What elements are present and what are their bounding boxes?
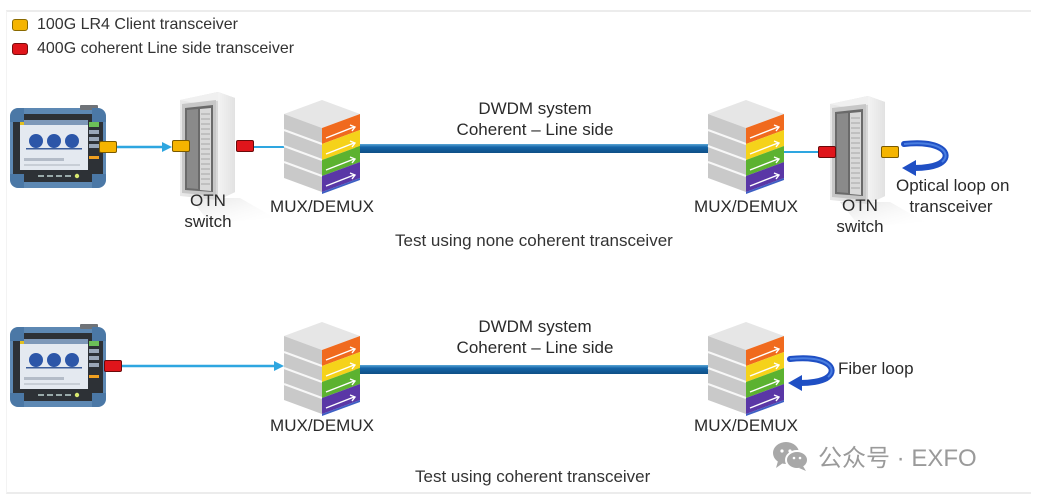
bottom-scenario-caption: Test using coherent transceiver	[415, 467, 651, 486]
legend-item-client: 100G LR4 Client transceiver	[12, 16, 238, 34]
tester-line-transceiver-icon	[104, 360, 122, 372]
mux-demux-right-top-label: MUX/DEMUX	[694, 197, 798, 216]
dwdm-subtitle: Coherent – Line side	[456, 120, 614, 139]
legend-label: 100G LR4 Client transceiver	[37, 16, 238, 33]
watermark: 公众号 · EXFO	[772, 438, 977, 473]
diagram-frame	[6, 10, 1031, 494]
label-line: transceiver	[909, 197, 993, 216]
legend-item-line: 400G coherent Line side transceiver	[12, 40, 294, 58]
label-line: switch	[184, 212, 232, 231]
mux-demux-left-bottom-icon	[283, 321, 361, 417]
line-transceiver-swatch-icon	[12, 43, 28, 55]
otn-left-line-transceiver-icon	[236, 140, 254, 152]
label-line: Optical loop on	[896, 176, 1010, 195]
mux-demux-left-bottom-label: MUX/DEMUX	[270, 416, 374, 435]
dwdm-title: DWDM system	[478, 317, 592, 336]
dwdm-subtitle: Coherent – Line side	[456, 338, 614, 357]
fiber-loop-arrow-icon	[788, 355, 838, 395]
otn-switch-right-label: OTN switch	[828, 195, 892, 237]
otn-left-client-transceiver-icon	[172, 140, 190, 152]
otn-right-client-transceiver-icon	[881, 146, 899, 158]
mux-demux-right-bottom-icon	[707, 321, 785, 417]
top-scenario-caption: Test using none coherent transceiver	[395, 231, 673, 250]
watermark-text: 公众号 · EXFO	[818, 445, 977, 472]
label-line: OTN	[842, 196, 878, 215]
optical-loop-label: Optical loop on transceiver	[896, 175, 1010, 217]
mux-demux-right-bottom-label: MUX/DEMUX	[694, 416, 798, 435]
test-set-device-bottom-icon	[10, 324, 106, 407]
otn-switch-left-label: OTN switch	[176, 190, 240, 232]
client-transceiver-swatch-icon	[12, 19, 28, 31]
dwdm-system-bottom-label: DWDM system Coherent – Line side	[430, 316, 640, 358]
label-line: switch	[836, 217, 884, 236]
legend-label: 400G coherent Line side transceiver	[37, 40, 295, 57]
otn-right-line-transceiver-icon	[818, 146, 836, 158]
dwdm-system-top-label: DWDM system Coherent – Line side	[430, 98, 640, 140]
fiber-loop-label: Fiber loop	[838, 359, 914, 378]
label-line: OTN	[190, 191, 226, 210]
dwdm-title: DWDM system	[478, 99, 592, 118]
wechat-icon	[773, 441, 809, 471]
tester-client-transceiver-icon	[99, 141, 117, 153]
mux-demux-left-top-label: MUX/DEMUX	[270, 197, 374, 216]
